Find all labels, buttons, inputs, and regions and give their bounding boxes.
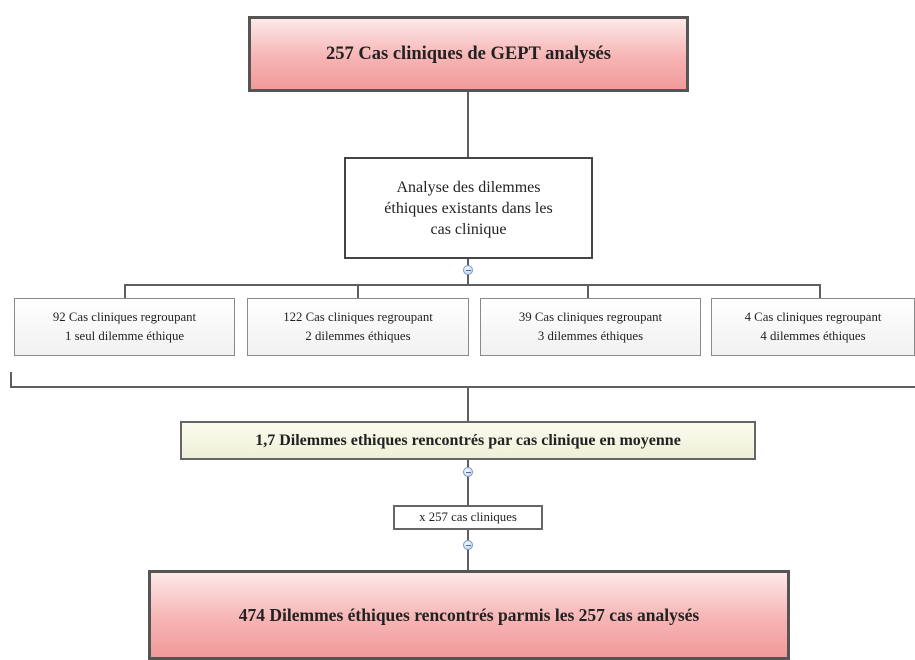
- result-label: 474 Dilemmes éthiques rencontrés parmis …: [238, 604, 700, 625]
- multiplier-box[interactable]: x 257 cas cliniques: [393, 505, 543, 530]
- connector-branch-case-4: [819, 284, 821, 298]
- connector-branch-horizontal: [124, 284, 821, 286]
- connector-bracket-to-average: [467, 387, 469, 421]
- multiplier-label: x 257 cas cliniques: [419, 510, 517, 524]
- case-group-1-line-2: 1 seul dilemme éthique: [64, 329, 185, 343]
- analysis-line-2: éthiques existants dans les: [384, 199, 553, 217]
- analysis-line-1: Analyse des dilemmes: [396, 178, 541, 196]
- case-group-4-line-1: 4 Cas cliniques regroupant: [744, 310, 882, 324]
- result-box[interactable]: 474 Dilemmes éthiques rencontrés parmis …: [148, 570, 790, 660]
- connector-branch-case-2: [357, 284, 359, 298]
- connector-branch-case-3: [587, 284, 589, 298]
- case-group-box-1[interactable]: 92 Cas cliniques regroupant 1 seul dilem…: [14, 298, 235, 356]
- case-group-box-2[interactable]: 122 Cas cliniques regroupant 2 dilemmes …: [247, 298, 469, 356]
- case-group-2-line-2: 2 dilemmes éthiques: [305, 329, 411, 343]
- case-group-3-line-1: 39 Cas cliniques regroupant: [518, 310, 663, 324]
- connector-branch-case-1: [124, 284, 126, 298]
- total-cases-label: 257 Cas cliniques de GEPT analysés: [326, 43, 611, 64]
- case-group-3-line-2: 3 dilemmes éthiques: [537, 329, 644, 343]
- collapse-analysis-icon[interactable]: [463, 265, 473, 275]
- average-dilemmas-box[interactable]: 1,7 Dilemmes ethiques rencontrés par cas…: [180, 421, 756, 460]
- collapse-multiplier-icon[interactable]: [463, 540, 473, 550]
- case-group-4-line-2: 4 dilemmes éthiques: [760, 329, 866, 343]
- bracket-left-edge: [10, 372, 12, 388]
- average-dilemmas-label: 1,7 Dilemmes ethiques rencontrés par cas…: [255, 431, 681, 449]
- case-group-box-4[interactable]: 4 Cas cliniques regroupant 4 dilemmes ét…: [711, 298, 915, 356]
- analysis-line-3: cas clinique: [430, 220, 507, 238]
- case-group-box-3[interactable]: 39 Cas cliniques regroupant 3 dilemmes é…: [480, 298, 701, 356]
- connector-top-to-analysis: [467, 92, 469, 157]
- analysis-box[interactable]: Analyse des dilemmes éthiques existants …: [344, 157, 593, 259]
- connector-multiplier-to-result: [467, 530, 469, 570]
- case-group-1-line-1: 92 Cas cliniques regroupant: [52, 310, 197, 324]
- bracket-horizontal: [10, 386, 915, 388]
- collapse-average-icon[interactable]: [463, 467, 473, 477]
- connector-average-to-multiplier: [467, 460, 469, 505]
- case-group-2-line-1: 122 Cas cliniques regroupant: [283, 310, 433, 324]
- total-cases-box[interactable]: 257 Cas cliniques de GEPT analysés: [248, 16, 689, 92]
